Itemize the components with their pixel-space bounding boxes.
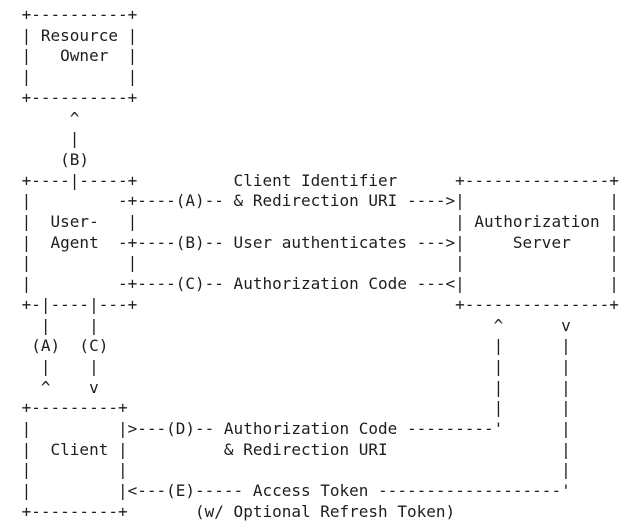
- oauth-authorization-code-flow-ascii-diagram: +----------+ | Resource | | Owner | | | …: [21, 5, 619, 521]
